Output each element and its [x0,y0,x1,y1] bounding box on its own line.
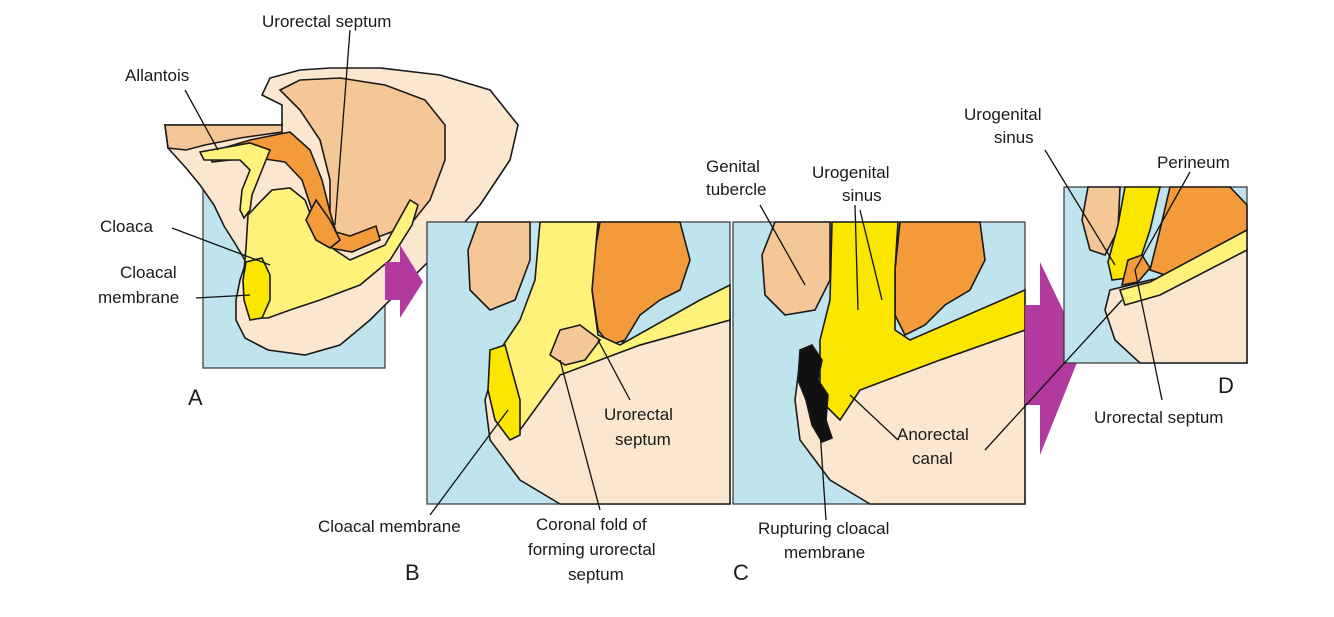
leader-perineum [1134,171,1191,271]
panel-b-cloacal-membrane [487,343,521,442]
panel-letter-c: C [733,560,749,585]
leader-anorectal-canal [849,394,899,441]
label-urorectal-septum-b-line1: Urorectal [604,405,673,424]
panel-b: Cloacal membrane Coronal fold of forming… [318,221,731,585]
label-cloaca: Cloaca [100,217,153,236]
panel-letter-b: B [405,560,420,585]
label-rupturing-membrane-line1: Rupturing cloacal [758,519,889,538]
leader-cloacal-membrane-a [195,294,251,299]
leader-urogenital-sinus-d [1044,149,1116,266]
label-urogenital-sinus-d-line2: sinus [994,128,1034,147]
panel-c-urogenital-sinus [819,221,1026,422]
label-coronal-fold-line3: septum [568,565,624,584]
panel-b-upper-tissue [467,221,531,311]
panel-a-urorectal-septum [305,198,342,249]
leader-urorectal-septum-d [1134,269,1163,401]
label-genital-tubercle-line2: tubercle [706,180,766,199]
leader-urogenital-sinus-c [854,204,859,311]
leader-genital-tubercle [759,204,806,286]
label-urogenital-sinus-c-line2: sinus [842,186,882,205]
panel-d-upper-tissue [1081,186,1121,256]
label-perineum: Perineum [1157,153,1230,172]
panel-d: Urogenital sinus Perineum Urorectal sept… [964,105,1248,451]
leader-coronal-fold [559,359,601,511]
label-urorectal-septum-a: Urorectal septum [262,12,391,31]
panel-a-rear-wall [278,77,446,246]
arrow-c-to-d [1025,262,1082,455]
panel-b-coronal-fold [549,324,602,366]
leader-urorectal-septum-b [597,339,631,401]
label-coronal-fold-line2: forming urorectal [528,540,656,559]
label-urogenital-sinus-d-line1: Urogenital [964,105,1042,124]
label-urogenital-sinus-c-line1: Urogenital [812,163,890,182]
label-cloacal-membrane-a-line1: Cloacal [120,263,177,282]
panel-letter-d: D [1218,373,1234,398]
label-cloacal-membrane-a-line2: membrane [98,288,179,307]
panel-a-cloacal-membrane [242,257,271,321]
leader-cloaca [171,227,271,266]
panel-a-top-face [164,124,283,151]
leader-anorectal-canal-d [984,299,1123,451]
leader-urorectal-septum-a [334,29,351,226]
panel-a-allantois [198,142,272,220]
label-allantois: Allantois [125,66,189,85]
label-urorectal-septum-b-line2: septum [615,430,671,449]
label-coronal-fold-line1: Coronal fold of [536,515,647,534]
panel-c-rupturing-membrane [797,344,833,443]
label-rupturing-membrane-line2: membrane [784,543,865,562]
leader-allantois [184,89,219,151]
panel-c: Genital tubercle Urogenital sinus Anorec… [706,157,1026,585]
panel-letter-a: A [188,385,203,410]
leader-urogenital-sinus-c-2 [859,209,883,301]
panel-b-cloaca [499,221,731,432]
label-cloacal-membrane-b: Cloacal membrane [318,517,461,536]
panel-d-perineum [1120,254,1151,287]
label-anorectal-canal-line1: Anorectal [897,425,969,444]
label-anorectal-canal-line2: canal [912,449,953,468]
panel-a: Allantois Urorectal septum Cloaca Cloaca… [98,12,519,410]
label-urorectal-septum-d: Urorectal septum [1094,408,1223,427]
leader-cloacal-membrane-b [429,409,509,516]
panel-d-anal-canal [1118,228,1248,306]
label-genital-tubercle-line1: Genital [706,157,760,176]
leader-rupturing-membrane [817,399,827,521]
arrow-a-to-b [385,245,423,318]
